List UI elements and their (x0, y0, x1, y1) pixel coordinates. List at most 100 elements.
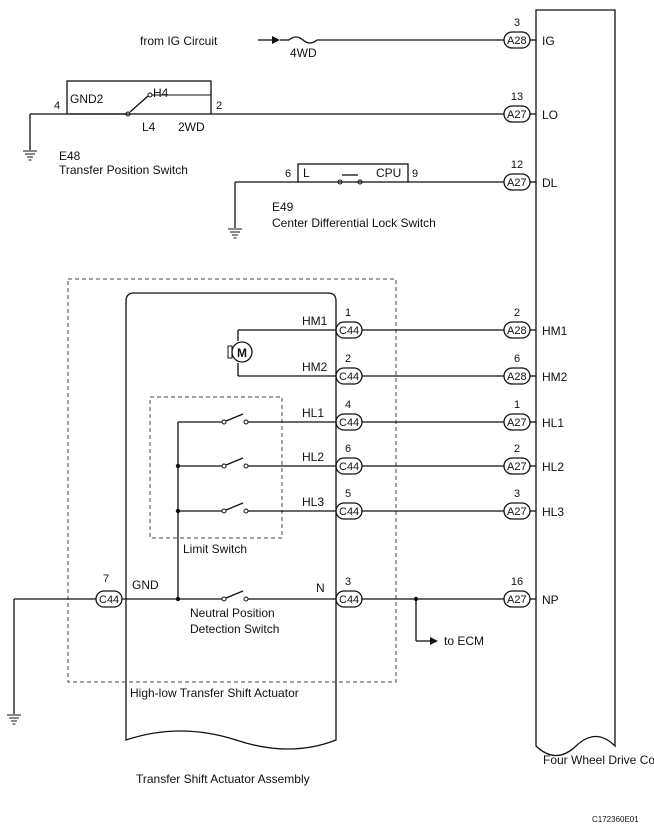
actuator-terminal-label: HL3 (302, 495, 324, 509)
ecu-connector (503, 590, 531, 608)
ecu-connector-label: A27 (507, 177, 527, 189)
arrow-right-icon (430, 637, 438, 645)
ecu-connector (503, 502, 531, 520)
e49-cpu-label: CPU (376, 166, 401, 180)
gnd-pin: 7 (103, 573, 109, 585)
actuator-connector-label: C44 (339, 461, 359, 473)
e48-transfer-position-switch: 4 GND2 H4 L4 2WD 2 E48 Transfer Position… (22, 80, 504, 177)
actuator-terminal-label: HM1 (302, 314, 328, 328)
ecu-connector (503, 321, 531, 339)
ecu-pin-number: 1 (514, 399, 520, 411)
e48-2wd-label: 2WD (178, 120, 205, 134)
ecu-terminal-ig: A28 3IG (503, 17, 555, 49)
gnd-label: GND (132, 578, 159, 592)
limit-switch-label: Limit Switch (183, 542, 247, 556)
ecu-terminal-label: HL3 (542, 505, 564, 519)
ecu-terminal-label: HM2 (542, 370, 568, 384)
e49-name: Center Differential Lock Switch (272, 216, 436, 230)
actuator-pin-number: 5 (345, 488, 351, 500)
limit-switches (175, 413, 336, 599)
ecu-terminals: A283IGA2713LOA2712DLA282HM1A286HM2A271HL… (503, 17, 568, 608)
actuator-connector-label: C44 (339, 371, 359, 383)
actuator-pin-number: 6 (345, 443, 351, 455)
actuator-connector (335, 413, 363, 431)
e48-switch-contact (129, 95, 149, 113)
ig-source-label: from IG Circuit (140, 34, 218, 48)
arrow-right-icon (272, 36, 280, 44)
actuator-pin-number: 1 (345, 307, 351, 319)
ecu-pin-number: 2 (514, 443, 520, 455)
actuator-title: High-low Transfer Shift Actuator (130, 686, 299, 700)
ecu-connector (503, 105, 531, 123)
n-label: N (316, 581, 325, 595)
ecu-connector-label: A27 (507, 417, 527, 429)
ecu-connector (503, 367, 531, 385)
diagram-code: C172360E01 (592, 815, 639, 824)
actuator-connector-label: C44 (339, 417, 359, 429)
ecu-connector-label: A27 (507, 506, 527, 518)
to-ecm-label: to ECM (444, 634, 484, 648)
ecu-title: Four Wheel Drive Control ECU (543, 753, 654, 767)
e49-id: E49 (272, 200, 294, 214)
actuator-connector-label: C44 (339, 325, 359, 337)
ecu-connector-label: A27 (507, 594, 527, 606)
ecu-terminal-label: NP (542, 593, 559, 607)
ecu-connector-label: A28 (507, 325, 527, 337)
e48-l4-label: L4 (142, 120, 156, 134)
ecu-pin-number: 16 (511, 576, 523, 588)
ecu-terminal-label: DL (542, 176, 558, 190)
assembly-title: Transfer Shift Actuator Assembly (136, 772, 310, 786)
e48-h4-label: H4 (153, 86, 169, 100)
ecu-pin-number: 3 (514, 488, 520, 500)
ecu-connector-label: A28 (507, 35, 527, 47)
actuator-terminal-label: HL2 (302, 450, 324, 464)
ecu-pin-number: 3 (514, 17, 520, 29)
ecu-connector (503, 413, 531, 431)
ecm-branch: to ECM (413, 596, 484, 648)
e49-l-label: L (303, 166, 310, 180)
actuator-connector (335, 457, 363, 475)
ecu-connector-label: A27 (507, 461, 527, 473)
e48-gnd2-label: GND2 (70, 92, 104, 106)
actuator-connector (335, 502, 363, 520)
fuse-label: 4WD (290, 46, 317, 60)
ecu-pin-number: 13 (511, 91, 523, 103)
ecu-block: Four Wheel Drive Control ECU (535, 9, 654, 767)
e49-pin-right: 9 (412, 168, 418, 180)
ecu-terminal-label: HM1 (542, 324, 568, 338)
neutral-switch: 7 C44 GND N Neutral Position Detection S… (6, 573, 336, 725)
motor: M (227, 329, 336, 377)
limit-switch-border (149, 396, 283, 539)
e49-center-diff-lock-switch: 6 L CPU 9 E49 Center Differential Lock S… (227, 163, 504, 239)
actuator-connector-label: C44 (339, 506, 359, 518)
ecu-connector (503, 457, 531, 475)
ecu-terminal-label: HL1 (542, 416, 564, 430)
actuator-connector (335, 367, 363, 385)
gnd-connector-label: C44 (99, 594, 119, 606)
ecu-terminal-label: HL2 (542, 460, 564, 474)
ecu-connector-label: A27 (507, 109, 527, 121)
ecu-terminal-label: IG (542, 34, 555, 48)
ecu-pin-number: 12 (511, 159, 523, 171)
actuator-pin-number: 4 (345, 399, 351, 411)
e48-id: E48 (59, 149, 81, 163)
ecu-connector (503, 173, 531, 191)
neutral-switch-label-2: Detection Switch (190, 622, 279, 636)
actuator-connector-label: C44 (339, 594, 359, 606)
ecu-connector-label: A28 (507, 371, 527, 383)
